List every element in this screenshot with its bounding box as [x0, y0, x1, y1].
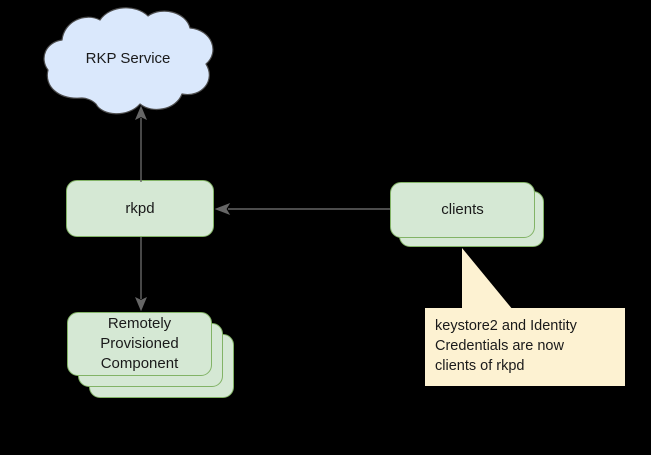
edge-rkpd-to-remotely-provisioned-component [135, 237, 147, 312]
node-rkpd-label: rkpd [125, 199, 155, 217]
node-remotely-provisioned-component[interactable]: Remotely Provisioned Component [67, 312, 247, 404]
node-clients[interactable]: clients [390, 182, 550, 248]
node-rkp-service-label: RKP Service [85, 50, 171, 67]
node-rpc-front[interactable]: Remotely Provisioned Component [67, 312, 212, 376]
callout-note-text: keystore2 and Identity Credentials are n… [435, 318, 577, 374]
node-rpc-label: Remotely Provisioned Component [100, 315, 179, 372]
cloud-shape [43, 7, 214, 115]
callout-tail-icon [462, 248, 513, 310]
callout-note[interactable]: keystore2 and Identity Credentials are n… [425, 240, 627, 388]
node-rkpd[interactable]: rkpd [66, 180, 214, 237]
node-rkp-service[interactable]: RKP Service [38, 4, 218, 120]
node-clients-label: clients [441, 201, 484, 218]
edge-rkpd-to-rkp-service [135, 105, 147, 182]
edge-clients-to-rkpd [214, 203, 390, 215]
node-clients-front[interactable]: clients [390, 182, 535, 238]
callout-box [425, 308, 625, 386]
